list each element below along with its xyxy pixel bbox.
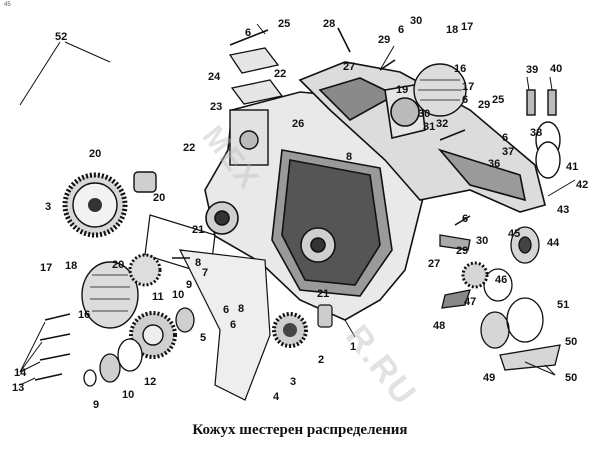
callout-6: 6	[462, 213, 468, 225]
callout-22: 22	[274, 68, 286, 80]
callout-25: 25	[278, 18, 290, 30]
callout-22: 22	[183, 142, 195, 154]
callout-31: 30	[418, 108, 430, 120]
callout-30: 29	[478, 99, 490, 111]
callout-15: 16	[78, 309, 90, 321]
callout-30: 30	[476, 235, 488, 247]
callout-36: 38	[530, 127, 542, 139]
callout-16: 17	[462, 81, 474, 93]
callout-39: 41	[566, 161, 578, 173]
callout-46: 48	[433, 320, 445, 332]
callout-11: 11	[152, 291, 164, 303]
callout-9: 9	[93, 399, 99, 411]
callout-27: 27	[343, 61, 355, 73]
callout-50: 51	[557, 299, 569, 311]
callout-43: 45	[508, 228, 520, 240]
callout-21: 21	[192, 224, 204, 236]
callout-14: 14	[14, 367, 27, 379]
callout-47: 49	[483, 372, 495, 384]
callout-35: 37	[502, 146, 514, 158]
gear-cover	[81, 253, 177, 359]
callout-26: 26	[292, 118, 304, 130]
callout-29: 29	[456, 245, 468, 257]
callout-2: 2	[318, 354, 324, 366]
callout-40: 42	[576, 179, 588, 191]
callout-6: 6	[230, 319, 236, 331]
callout-6: 6	[398, 24, 404, 36]
camshaft-gear	[62, 172, 128, 238]
callout-18: 19	[396, 84, 408, 96]
callout-27: 27	[428, 258, 440, 270]
callout-29: 29	[378, 34, 390, 46]
callout-15: 16	[454, 63, 466, 75]
callout-6: 6	[502, 132, 508, 144]
callout-45: 47	[464, 296, 476, 308]
housing-upper-arm	[298, 61, 546, 213]
callout-8: 8	[346, 151, 352, 163]
callout-48: 50	[565, 372, 577, 384]
callout-6: 6	[462, 94, 468, 106]
callout-13: 13	[12, 382, 24, 394]
callout-8: 8	[238, 303, 244, 315]
callout-20: 20	[153, 192, 165, 204]
callout-51: 52	[55, 31, 67, 43]
round-covers	[413, 63, 561, 179]
callout-24: 24	[208, 71, 221, 83]
figure-caption: Кожух шестерен распределения	[192, 422, 408, 438]
pointer-lines	[19, 23, 576, 386]
callout-17: 18	[446, 24, 458, 36]
callout-7: 7	[202, 267, 208, 279]
callout-34: 36	[488, 158, 500, 170]
right-parts	[439, 226, 561, 371]
callout-49: 50	[565, 336, 577, 348]
callout-labels: 52 25 28 6 30 18 17 6 29 27 22 24 23 26 …	[12, 15, 588, 411]
callout-38: 40	[550, 63, 562, 75]
callout-4: 4	[273, 391, 280, 403]
corner-mark: 45	[4, 2, 11, 8]
callout-16: 17	[40, 262, 52, 274]
callout-3: 3	[45, 201, 51, 213]
bushing-left	[133, 171, 157, 193]
callout-8: 8	[195, 257, 201, 269]
callout-33: 32	[436, 118, 448, 130]
callout-6: 6	[245, 27, 251, 39]
callout-42: 44	[547, 237, 560, 249]
callout-30: 30	[410, 15, 422, 27]
bearing-set	[83, 307, 195, 387]
callout-28: 28	[323, 18, 335, 30]
top-gasket-stack	[228, 47, 284, 105]
callout-44: 46	[495, 274, 507, 286]
left-block	[229, 109, 269, 166]
callout-6: 6	[223, 304, 229, 316]
callout-23: 23	[210, 101, 222, 113]
callout-25: 25	[492, 94, 504, 106]
callout-17: 18	[65, 260, 77, 272]
callout-37: 39	[526, 64, 538, 76]
fasteners	[34, 27, 471, 381]
callout-9: 9	[186, 279, 192, 291]
callout-10: 10	[122, 389, 134, 401]
callout-3: 3	[290, 376, 296, 388]
callout-18: 20	[112, 259, 124, 271]
gasket-plate	[144, 214, 271, 401]
callout-20: 21	[317, 288, 329, 300]
callout-12: 12	[144, 376, 156, 388]
callout-1: 1	[350, 341, 356, 353]
callout-16: 17	[461, 21, 473, 33]
idler-gear	[272, 304, 333, 348]
callout-5: 5	[200, 332, 206, 344]
callout-19: 20	[89, 148, 101, 160]
callout-41: 43	[557, 204, 569, 216]
callout-10: 10	[172, 289, 184, 301]
callout-32: 31	[423, 121, 435, 133]
